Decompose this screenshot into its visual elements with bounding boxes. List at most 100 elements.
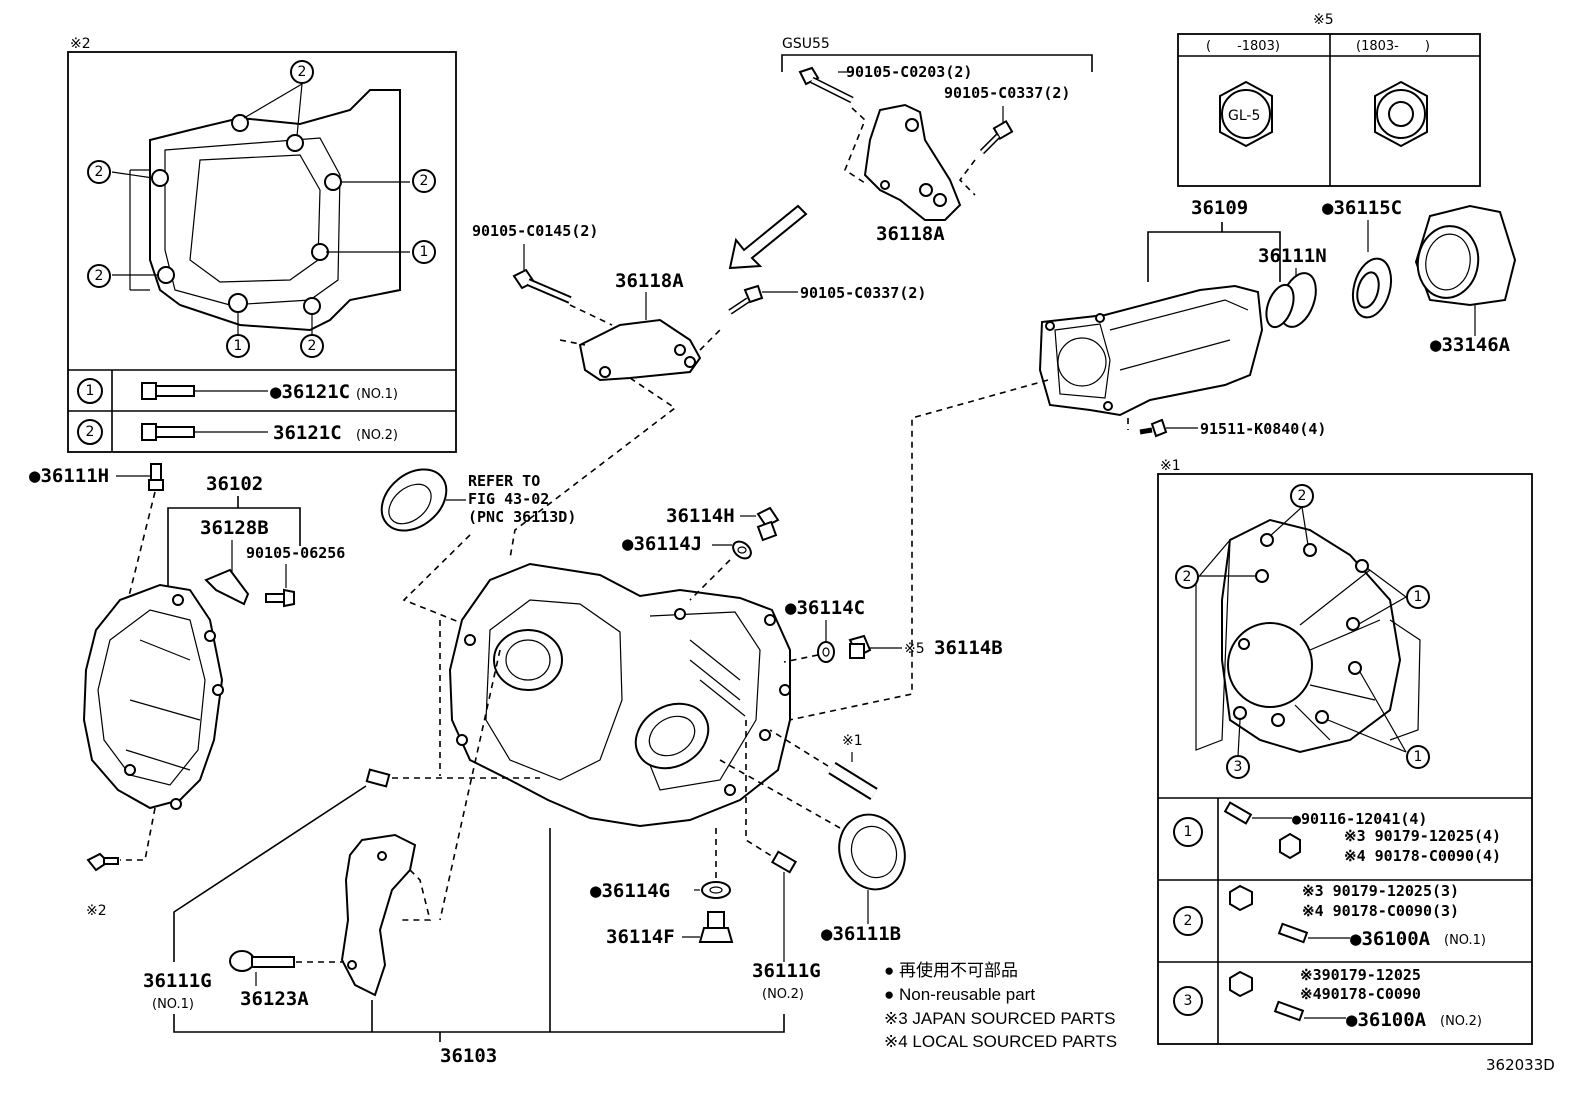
callout-3-row-box: 3 <box>1173 986 1203 1016</box>
label-36121C-no1: ●36121C <box>270 381 350 403</box>
label-90105-06256: 90105-06256 <box>246 544 345 562</box>
legend: ● 再使用不可部品 ● Non-reusable part ※3 JAPAN S… <box>884 960 1117 1051</box>
mark2-top-label: ※2 <box>70 36 91 52</box>
label-36114G: ●36114G <box>590 880 670 902</box>
bolt-91511 <box>1139 418 1168 438</box>
label-36114H: 36114H <box>666 505 735 527</box>
label-no2-g: (NO.2) <box>762 987 804 1002</box>
label-36103: 36103 <box>440 1045 497 1067</box>
bolt-icon-row2 <box>141 423 195 441</box>
callout-2-row-box: 2 <box>1173 906 1203 936</box>
label-36123A: 36123A <box>240 988 309 1010</box>
svg-text:2: 2 <box>95 164 104 180</box>
legend-non-reusable: ● Non-reusable part <box>884 985 1035 1004</box>
label-no2: (NO.2) <box>356 428 398 443</box>
nut-icon-row1 <box>1279 832 1301 860</box>
callout-2-top: 2 <box>290 60 314 84</box>
label-90105-C0337-top: 90105-C0337(2) <box>944 84 1070 102</box>
svg-text:1: 1 <box>1184 824 1193 840</box>
inset-box-mark2: ※2 2 <box>67 36 457 453</box>
label-36111G-no1: 36111G <box>143 970 212 992</box>
callout-2-right: 2 <box>412 169 436 193</box>
label-r3-no2: (NO.2) <box>1440 1014 1482 1029</box>
clip-36128B <box>204 568 250 606</box>
bracket-36118A-mid <box>578 318 702 382</box>
label-pnc-36113D: (PNC 36113D) <box>468 508 576 526</box>
bolt-90105-C0337-mid <box>728 284 764 315</box>
callout-2-left-lower: 2 <box>87 264 111 288</box>
svg-text:1: 1 <box>1414 749 1423 765</box>
label-36114C: ●36114C <box>785 597 865 619</box>
mark5-top-label: ※5 <box>1313 12 1334 28</box>
label-90105-C0203: 90105-C0203(2) <box>846 63 972 81</box>
label-36115C: ●36115C <box>1322 197 1402 219</box>
callout-2-box-top: 2 <box>1290 484 1314 508</box>
label-36111N: 36111N <box>1258 245 1327 267</box>
svg-text:2: 2 <box>298 64 307 80</box>
bushing-36111N <box>1265 272 1317 329</box>
label-90105-C0145: 90105-C0145(2) <box>472 222 598 240</box>
mark1-box-label: ※1 <box>1160 458 1181 474</box>
label-no1: (NO.1) <box>356 387 398 402</box>
gasket-36114C <box>817 641 835 663</box>
svg-text:1: 1 <box>234 338 243 354</box>
label-r1-90179: ※3 90179-12025(4) <box>1344 827 1501 845</box>
svg-text:1: 1 <box>86 383 95 399</box>
label-r3-90179: ※390179-12025 <box>1300 966 1421 984</box>
callout-1-row: 1 <box>77 378 103 404</box>
label-90105-C0337-mid: 90105-C0337(2) <box>800 284 926 302</box>
label-r2-90178: ※4 90178-C0090(3) <box>1302 902 1459 920</box>
label-r2-no1: (NO.1) <box>1444 933 1486 948</box>
seal-36115C <box>1351 257 1393 319</box>
label-91511-K0840: 91511-K0840(4) <box>1200 420 1326 438</box>
label-range-new: (1803- ) <box>1356 39 1430 54</box>
label-36100A-no2: ●36100A <box>1346 1009 1427 1031</box>
svg-text:2: 2 <box>420 173 429 189</box>
stud-icon-row1 <box>1223 801 1253 825</box>
rear-cover-drawing <box>129 89 401 332</box>
legend-local-sourced: ※4 LOCAL SOURCED PARTS <box>884 1032 1117 1051</box>
stud-icon-row2 <box>1277 922 1309 944</box>
nut-icon-row3 <box>1229 970 1253 998</box>
transfer-case-main <box>448 562 791 828</box>
label-36109: 36109 <box>1191 197 1248 219</box>
gasket-36114G <box>701 881 731 899</box>
callout-2-bottom: 2 <box>300 334 324 358</box>
label-36118A-top: 36118A <box>876 223 945 245</box>
bolt-90105-C0337-top <box>979 119 1014 155</box>
mark2-bottom-label: ※2 <box>86 903 107 919</box>
svg-text:3: 3 <box>1184 993 1193 1009</box>
bolt-icon-row1 <box>141 382 195 400</box>
callout-1-box-lower: 1 <box>1406 745 1430 769</box>
left-cover-group: ●36111H 36102 36128B 90105-06256 <box>29 463 345 919</box>
callout-3-box: 3 <box>1226 755 1250 779</box>
nut-icon-row2 <box>1229 884 1253 912</box>
callout-1-row-box: 1 <box>1173 817 1203 847</box>
label-33146A: ●33146A <box>1430 334 1511 356</box>
label-gsu55: GSU55 <box>782 36 830 52</box>
label-36102: 36102 <box>206 473 263 495</box>
refer-seal-group: REFER TO FIG 43-02 (PNC 36113D) <box>380 468 576 629</box>
plug-gl5-icon: GL-5 <box>1219 80 1273 148</box>
legend-line-ja: ● 再使用不可部品 <box>884 960 1018 980</box>
extension-housing-36109 <box>1038 284 1264 417</box>
plug-36114H <box>756 506 780 542</box>
dowel-pin-36111G-no1 <box>365 768 391 788</box>
svg-text:2: 2 <box>1184 913 1193 929</box>
oil-seal-refer <box>380 468 448 532</box>
dust-cover-33146A <box>1414 204 1517 307</box>
svg-text:1: 1 <box>1414 589 1423 605</box>
label-36114J: ●36114J <box>622 533 702 555</box>
direction-arrow-icon <box>728 204 808 270</box>
label-r3-90178: ※490178-C0090 <box>1300 985 1421 1003</box>
dowel-pin-36111G-no2 <box>770 850 798 874</box>
callout-2-box-left: 2 <box>1175 565 1199 589</box>
label-no1-g: (NO.1) <box>152 997 194 1012</box>
svg-text:2: 2 <box>86 424 95 440</box>
svg-text:2: 2 <box>308 338 317 354</box>
stud-bolt <box>828 762 878 800</box>
label-range-old: ( -1803) <box>1206 39 1280 54</box>
front-plate-drawing <box>1195 518 1421 754</box>
svg-text:2: 2 <box>1183 569 1192 585</box>
